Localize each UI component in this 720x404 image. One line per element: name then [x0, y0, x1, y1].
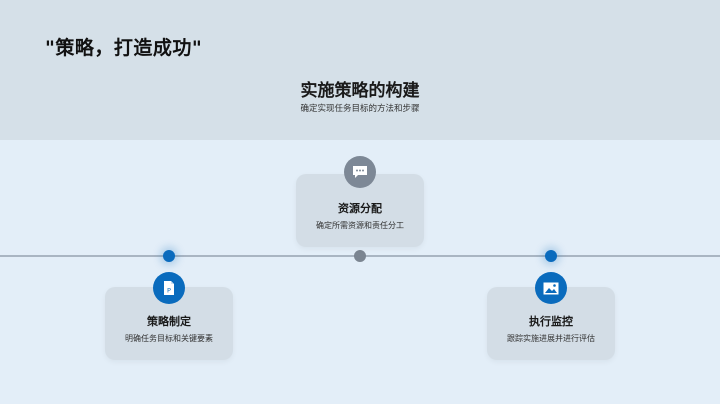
image-icon — [535, 272, 567, 304]
card-title: 执行监控 — [529, 315, 573, 328]
chat-bubble-icon — [344, 156, 376, 188]
card-title: 策略制定 — [147, 315, 191, 328]
timeline-dot-step-2 — [354, 250, 366, 262]
card-description: 跟踪实施进展并进行评估 — [507, 334, 595, 343]
document-p-icon: P — [153, 272, 185, 304]
section-subtitle: 确定实现任务目标的方法和步骤 — [300, 104, 420, 114]
section-title: 实施策略的构建 — [300, 81, 420, 101]
header-band — [0, 0, 720, 140]
timeline-card-step-2: 资源分配 确定所需资源和责任分工 — [296, 174, 424, 247]
svg-text:P: P — [167, 287, 171, 295]
card-title: 资源分配 — [338, 202, 382, 215]
card-description: 确定所需资源和责任分工 — [316, 221, 404, 230]
card-description: 明确任务目标和关键要素 — [125, 334, 213, 343]
slide-title: "策略，打造成功" — [45, 37, 203, 59]
timeline-dot-step-1 — [163, 250, 175, 262]
timeline-dot-step-3 — [545, 250, 557, 262]
